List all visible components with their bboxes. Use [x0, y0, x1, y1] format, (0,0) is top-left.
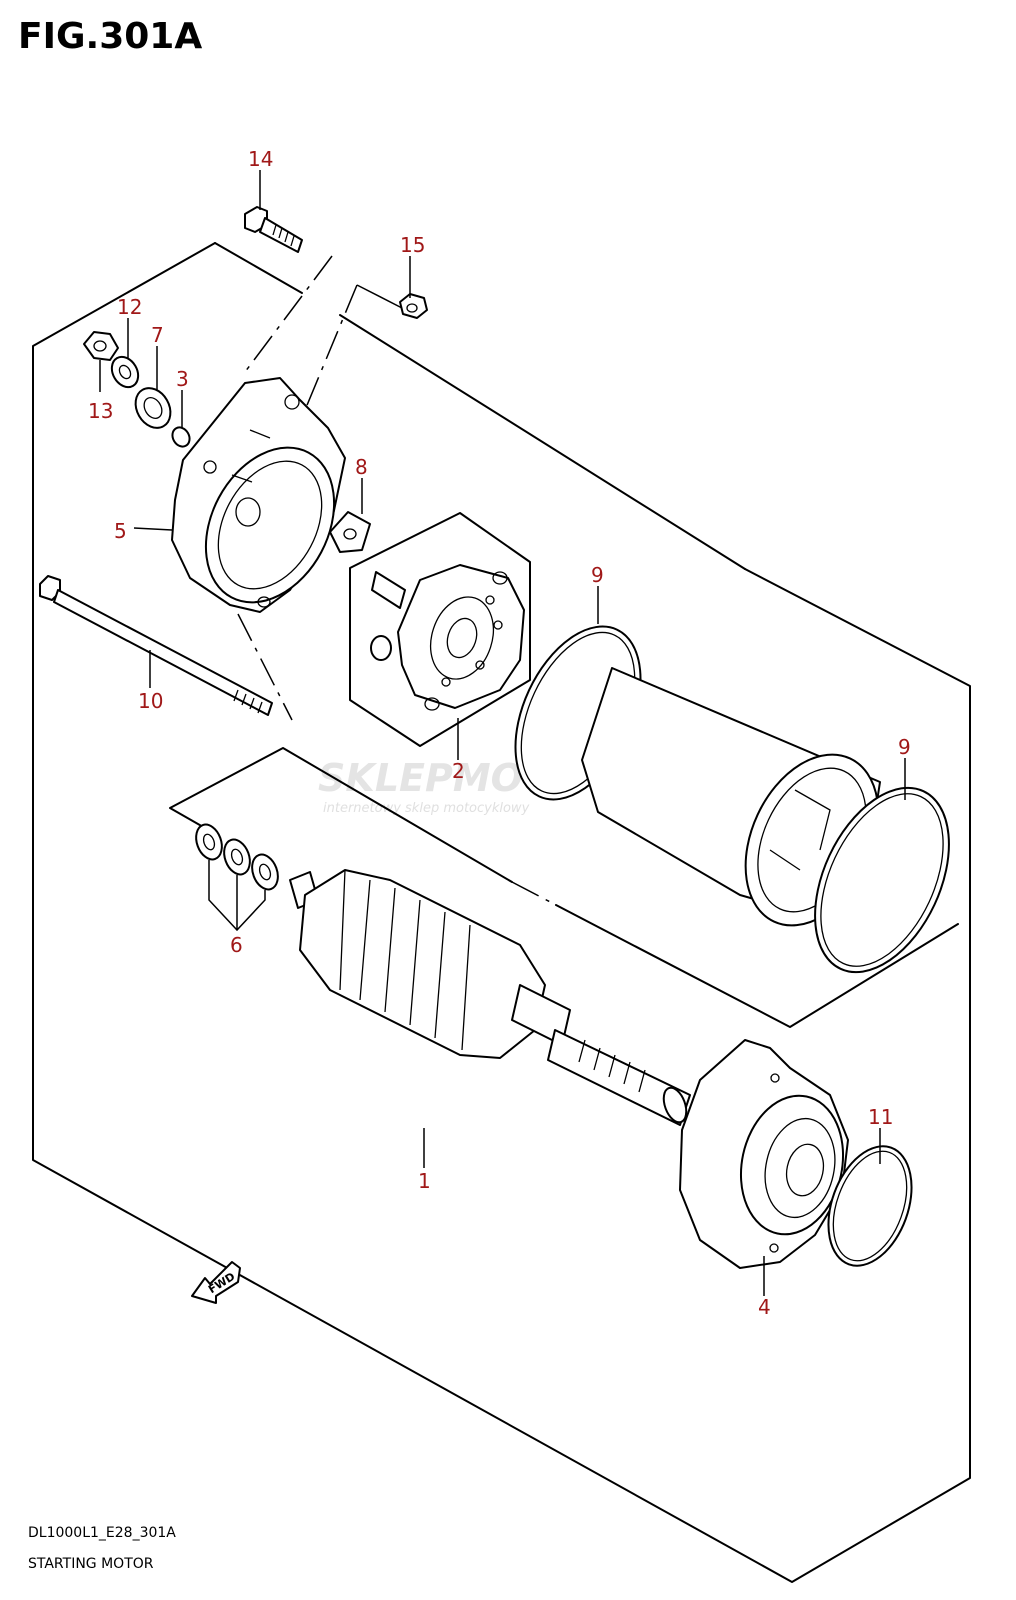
callout-13: 13: [88, 399, 113, 423]
shims-6: [195, 823, 279, 891]
callout-2: 2: [452, 759, 465, 783]
alignment-line-bolt: [241, 255, 333, 377]
brush-holder-2: [370, 564, 525, 711]
callout-3: 3: [176, 367, 189, 391]
callout-4: 4: [758, 1295, 771, 1319]
through-bolt-10: [39, 575, 273, 716]
leader-lines: [99, 170, 906, 1296]
callout-14: 14: [248, 147, 273, 171]
callout-8: 8: [355, 455, 368, 479]
forward-direction-arrow: FWD: [191, 1261, 241, 1304]
watermark-tagline: internetowy sklep motocyklowy: [323, 801, 530, 816]
end-cover-5: [171, 377, 346, 613]
assembly-outline: [32, 242, 971, 1583]
nut-bracket: [356, 284, 403, 309]
armature-box: [169, 747, 513, 883]
callout-9-right: 9: [898, 735, 911, 759]
diagram-code: DL1000L1_E28_301A: [28, 1525, 176, 1541]
callout-10: 10: [138, 689, 163, 713]
armature-1: [289, 869, 691, 1126]
callout-12: 12: [117, 295, 142, 319]
diagram-name: STARTING MOTOR: [28, 1556, 154, 1572]
alignment-line-nut: [304, 284, 358, 411]
alignment-line-armature: [511, 881, 557, 906]
callout-6: 6: [230, 933, 243, 957]
callout-9-left: 9: [591, 563, 604, 587]
callout-labels: 14 15 12 7 3 13 8 5 9 2 10 9 6 11 1 4: [88, 147, 911, 1319]
o-ring-3: [171, 426, 191, 448]
assembly-outline-top-2: [339, 314, 746, 570]
nut-15: [399, 293, 428, 319]
callout-15: 15: [400, 233, 425, 257]
seal-7: [134, 387, 172, 429]
o-ring-9-right: [814, 786, 950, 974]
nut-13: [83, 331, 119, 361]
armature-box-right: [555, 904, 959, 1028]
o-ring-11: [827, 1145, 913, 1267]
brush-holder-box: [349, 512, 531, 747]
bolt-14: [244, 206, 303, 253]
callout-11: 11: [868, 1105, 893, 1129]
figure-title: FIG.301A: [18, 16, 203, 57]
callout-5: 5: [114, 519, 127, 543]
callout-1: 1: [418, 1169, 431, 1193]
washer-12: [110, 355, 140, 389]
alignment-line-through-bolt: [237, 613, 293, 721]
callout-7: 7: [151, 323, 164, 347]
assembly-outline-top: [214, 242, 303, 294]
grommet-8: [329, 511, 371, 553]
